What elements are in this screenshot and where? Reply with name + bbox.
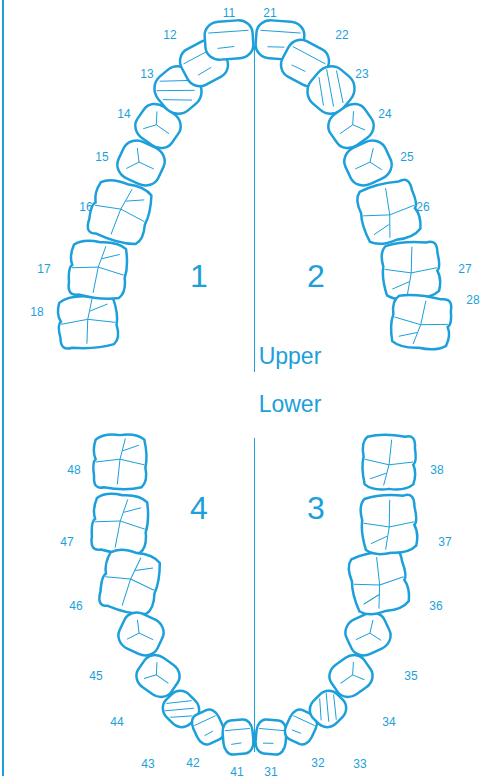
tooth-number: 33: [353, 758, 366, 770]
tooth-number: 43: [141, 758, 154, 770]
tooth-number: 22: [335, 29, 348, 41]
tooth-number: 15: [95, 151, 108, 163]
tooth-number: 45: [89, 670, 102, 682]
tooth-number: 11: [223, 7, 235, 19]
tooth-number: 18: [30, 306, 43, 318]
tooth-number: 38: [430, 464, 443, 476]
tooth-number: 35: [404, 670, 417, 682]
tooth-number: 48: [67, 464, 80, 476]
tooth-number: 44: [110, 716, 123, 728]
tooth-number: 24: [378, 108, 391, 120]
tooth-number: 41: [230, 766, 243, 778]
tooth-number: 37: [438, 536, 451, 548]
tooth-number: 26: [416, 201, 429, 213]
tooth-number: 42: [186, 757, 199, 769]
jaw-label: Upper: [259, 345, 322, 368]
tooth-number: 21: [263, 7, 276, 19]
tooth-number: 47: [60, 536, 73, 548]
tooth-number: 34: [382, 716, 395, 728]
tooth-number: 28: [466, 294, 479, 306]
tooth-number: 16: [79, 201, 92, 213]
tooth-number: 32: [311, 757, 324, 769]
tooth-number: 13: [140, 68, 153, 80]
quadrant-number: 2: [307, 260, 325, 292]
tooth-number: 23: [355, 68, 368, 80]
quadrant-number: 4: [190, 492, 208, 524]
tooth-number: 31: [264, 766, 277, 778]
tooth-number: 17: [37, 263, 50, 275]
tooth-number: 36: [429, 600, 442, 612]
quadrant-number: 3: [307, 492, 325, 524]
tooth-number: 12: [163, 29, 176, 41]
tooth-number: 14: [117, 108, 130, 120]
quadrant-number: 1: [190, 260, 208, 292]
tooth-number: 27: [458, 263, 471, 275]
tooth-number: 46: [69, 600, 82, 612]
jaw-label: Lower: [259, 393, 322, 416]
tooth-number: 25: [400, 151, 413, 163]
